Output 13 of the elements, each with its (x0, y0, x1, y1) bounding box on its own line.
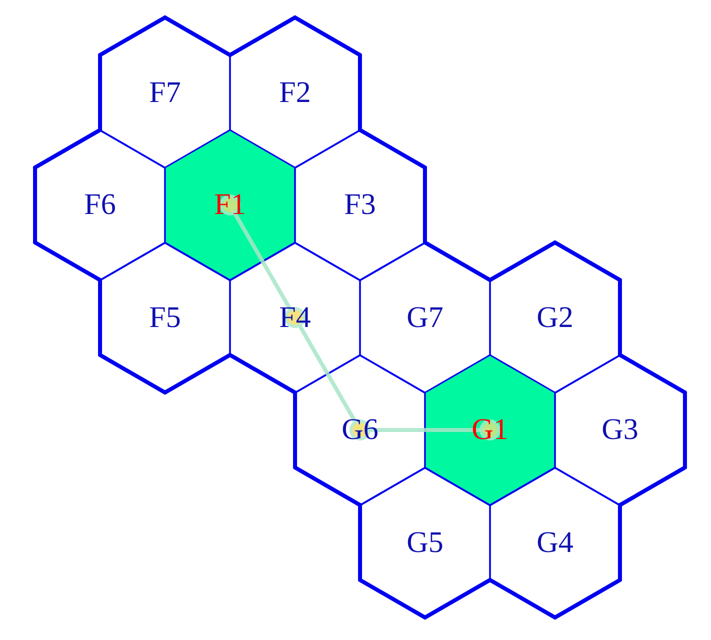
cell-label: F6 (84, 188, 116, 221)
cell-label: G6 (342, 413, 378, 446)
cell-label: F3 (344, 188, 376, 221)
cell-label: F7 (149, 76, 181, 108)
cell-label: F2 (279, 76, 311, 108)
cell-label: G2 (536, 300, 574, 334)
cell-label: G4 (536, 526, 574, 558)
cell-label: F5 (149, 300, 181, 334)
cell-label: F4 (279, 300, 311, 334)
cell-label: G7 (406, 300, 444, 334)
cell-label: G3 (602, 413, 638, 446)
path-line (350, 420, 500, 440)
cell-label: G5 (406, 526, 444, 558)
